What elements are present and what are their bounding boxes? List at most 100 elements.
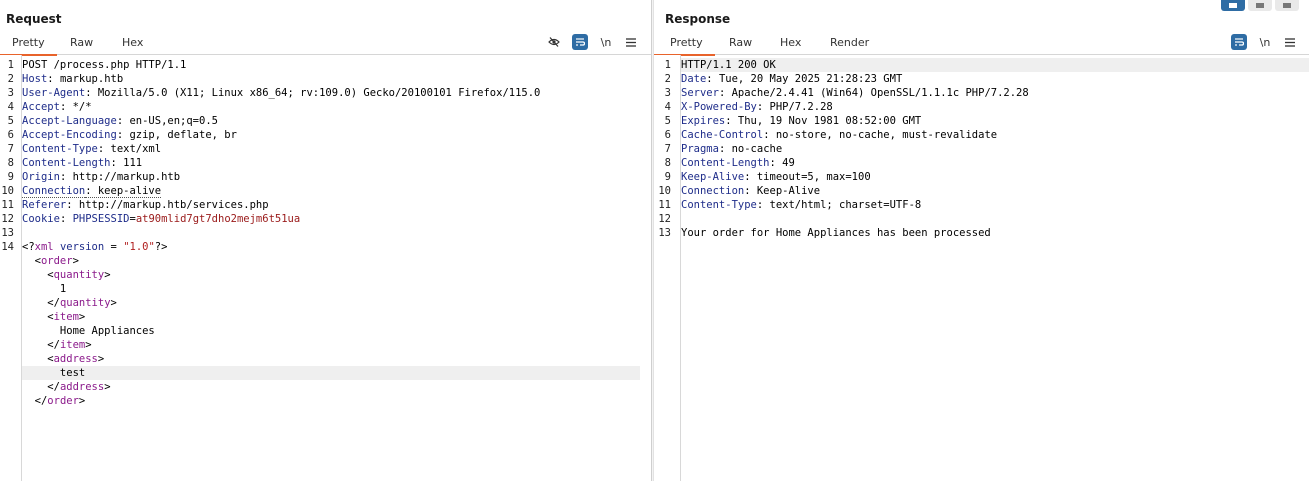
code-line[interactable]: Cookie: PHPSESSID=at90mlid7gt7dho2mejm6t… bbox=[22, 212, 651, 226]
code-line[interactable]: </order> bbox=[22, 394, 651, 408]
code-line[interactable]: Host: markup.htb bbox=[22, 72, 651, 86]
code-token: Content-Length bbox=[681, 157, 770, 169]
request-tab-hex[interactable]: Hex bbox=[122, 36, 144, 49]
pane-divider[interactable] bbox=[651, 0, 654, 481]
code-line[interactable]: </address> bbox=[22, 380, 651, 394]
code-line[interactable]: <?xml version = "1.0"?> bbox=[22, 240, 651, 254]
code-line[interactable]: Origin: http://markup.htb bbox=[22, 170, 651, 184]
code-line[interactable]: Keep-Alive: timeout=5, max=100 bbox=[681, 170, 1309, 184]
code-line[interactable]: Referer: http://markup.htb/services.php bbox=[22, 198, 651, 212]
line-number: 12 bbox=[1, 213, 14, 225]
response-tab-raw[interactable]: Raw bbox=[729, 36, 753, 49]
code-token: : Tue, 20 May 2025 21:28:23 GMT bbox=[706, 73, 903, 85]
eye-off-icon[interactable] bbox=[546, 34, 562, 50]
code-token: : 49 bbox=[769, 157, 795, 169]
code-token: HTTP/1.1 200 OK bbox=[681, 59, 776, 71]
code-token: < bbox=[22, 269, 54, 281]
split-view-icon[interactable] bbox=[1221, 0, 1245, 11]
code-line[interactable]: Content-Type: text/xml bbox=[22, 142, 651, 156]
line-number: 5 bbox=[7, 115, 14, 127]
code-line[interactable]: User-Agent: Mozilla/5.0 (X11; Linux x86_… bbox=[22, 86, 651, 100]
line-number: 7 bbox=[7, 143, 14, 155]
code-token: < bbox=[22, 255, 41, 267]
word-wrap-icon[interactable] bbox=[1231, 34, 1247, 50]
code-token: Cookie bbox=[22, 213, 60, 225]
code-line[interactable] bbox=[681, 212, 1309, 226]
code-line[interactable]: Accept: */* bbox=[22, 100, 651, 114]
code-line[interactable]: Connection: Keep-Alive bbox=[681, 184, 1309, 198]
code-line[interactable]: Accept-Language: en-US,en;q=0.5 bbox=[22, 114, 651, 128]
code-line[interactable]: Pragma: no-cache bbox=[681, 142, 1309, 156]
code-line[interactable]: Cache-Control: no-store, no-cache, must-… bbox=[681, 128, 1309, 142]
code-line[interactable]: Home Appliances bbox=[22, 324, 651, 338]
rows-view-icon[interactable] bbox=[1248, 0, 1272, 11]
code-line[interactable]: POST /process.php HTTP/1.1 bbox=[22, 58, 651, 72]
code-token: Referer bbox=[22, 199, 67, 211]
code-token: ?> bbox=[154, 241, 168, 253]
code-token: PHPSESSID bbox=[72, 213, 130, 225]
code-line[interactable] bbox=[22, 226, 651, 240]
line-number: 4 bbox=[664, 101, 671, 113]
newline-icon[interactable]: \n bbox=[1259, 35, 1271, 49]
line-number: 3 bbox=[7, 87, 14, 99]
code-line[interactable]: X-Powered-By: PHP/7.2.28 bbox=[681, 100, 1309, 114]
request-tab-raw[interactable]: Raw bbox=[70, 36, 94, 49]
request-tabs: Pretty Raw Hex \n bbox=[0, 34, 651, 56]
code-token: Date bbox=[681, 73, 707, 85]
code-token: Pragma bbox=[681, 143, 719, 155]
code-token: : text/xml bbox=[97, 143, 162, 155]
code-token: order bbox=[47, 395, 79, 407]
word-wrap-icon[interactable] bbox=[572, 34, 588, 50]
code-line[interactable]: </item> bbox=[22, 338, 651, 352]
response-tab-render[interactable]: Render bbox=[830, 36, 870, 49]
single-view-icon[interactable] bbox=[1275, 0, 1299, 11]
code-line[interactable]: Content-Length: 111 bbox=[22, 156, 651, 170]
request-tab-pretty[interactable]: Pretty bbox=[0, 36, 57, 56]
hamburger-menu-icon[interactable] bbox=[623, 34, 639, 50]
code-line[interactable]: Content-Type: text/html; charset=UTF-8 bbox=[681, 198, 1309, 212]
code-line[interactable]: Your order for Home Appliances has been … bbox=[681, 226, 1309, 240]
line-number: 6 bbox=[7, 129, 14, 141]
response-tab-hex[interactable]: Hex bbox=[780, 36, 802, 49]
line-number: 11 bbox=[658, 199, 671, 211]
hamburger-menu-icon[interactable] bbox=[1282, 34, 1298, 50]
code-token: Accept-Encoding bbox=[22, 129, 117, 141]
code-line[interactable]: Server: Apache/2.4.41 (Win64) OpenSSL/1.… bbox=[681, 86, 1309, 100]
code-line[interactable]: <item> bbox=[22, 310, 651, 324]
code-token: : markup.htb bbox=[47, 73, 124, 85]
code-token: Expires bbox=[681, 115, 726, 127]
code-token: Host bbox=[22, 73, 48, 85]
code-token: Content-Type bbox=[681, 199, 757, 211]
response-tab-pretty[interactable]: Pretty bbox=[654, 36, 715, 56]
line-number: 9 bbox=[7, 171, 14, 183]
code-token: : no-cache bbox=[718, 143, 783, 155]
code-token: </ bbox=[22, 395, 48, 407]
line-number: 2 bbox=[664, 73, 671, 85]
code-line[interactable]: HTTP/1.1 200 OK bbox=[681, 58, 1309, 72]
code-token: </ bbox=[22, 297, 60, 309]
code-line[interactable]: Connection: keep-alive bbox=[22, 184, 651, 198]
newline-icon[interactable]: \n bbox=[600, 35, 612, 49]
code-line[interactable]: test bbox=[22, 366, 640, 380]
code-line[interactable]: Accept-Encoding: gzip, deflate, br bbox=[22, 128, 651, 142]
code-line[interactable]: <address> bbox=[22, 352, 651, 366]
code-token: order bbox=[40, 255, 73, 267]
code-token: : Thu, 19 Nov 1981 08:52:00 GMT bbox=[725, 115, 922, 127]
code-line[interactable]: Content-Length: 49 bbox=[681, 156, 1309, 170]
code-line[interactable]: </quantity> bbox=[22, 296, 651, 310]
code-line[interactable]: <quantity> bbox=[22, 268, 651, 282]
code-line[interactable]: Date: Tue, 20 May 2025 21:28:23 GMT bbox=[681, 72, 1309, 86]
code-line[interactable]: <order> bbox=[22, 254, 651, 268]
code-line[interactable]: Expires: Thu, 19 Nov 1981 08:52:00 GMT bbox=[681, 114, 1309, 128]
code-token: User-Agent bbox=[22, 87, 86, 99]
line-number: 6 bbox=[664, 129, 671, 141]
code-token: : Apache/2.4.41 (Win64) OpenSSL/1.1.1c P… bbox=[718, 87, 1029, 99]
code-line[interactable]: 1 bbox=[22, 282, 651, 296]
code-token: test bbox=[22, 367, 86, 379]
